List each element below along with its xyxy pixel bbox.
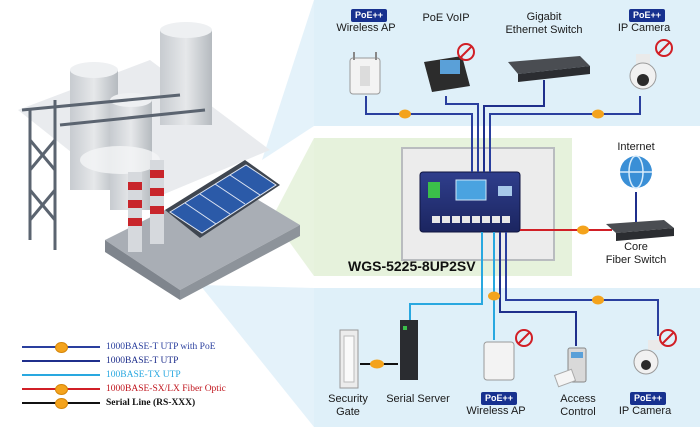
poe-dot [488, 291, 500, 301]
legend-line [22, 360, 100, 362]
access-control-label-2: Control [560, 406, 596, 418]
top-connection-lines [365, 80, 641, 172]
link-ip-camera-top [489, 96, 641, 172]
legend-label: 1000BASE-SX/LX Fiber Optic [106, 384, 226, 394]
chimneys [128, 160, 164, 252]
switch-model-title: WGS-5225-8UP2SV [348, 258, 476, 274]
link-wireless-ap-top [365, 96, 473, 172]
internet-globe-icon [620, 155, 652, 189]
industrial-plant-illustration [18, 22, 300, 300]
legend-label: Serial Line (RS-XXX) [106, 398, 196, 408]
internet-label: Internet [617, 141, 655, 153]
link-gigabit-switch [483, 80, 545, 172]
legend-dot [55, 398, 68, 409]
poe-badge: PoE++ [629, 9, 666, 22]
ip-camera-label: IP Camera [617, 22, 671, 34]
link-access-control [499, 232, 577, 346]
poe-dot [592, 109, 604, 119]
poe-badge: PoE++ [351, 9, 388, 22]
legend-item: 1000BASE-T UTP [22, 355, 252, 367]
legend-item: 1000BASE-SX/LX Fiber Optic [22, 383, 252, 395]
gigabit-switch-icon [508, 56, 590, 82]
poe-badge: PoE++ [630, 392, 667, 405]
poe-badge: PoE++ [481, 392, 518, 405]
legend-line [22, 374, 100, 376]
legend-label: 1000BASE-T UTP with PoE [106, 342, 216, 352]
zoom-beam-middle [272, 138, 314, 276]
security-gate-label-1: Security [328, 393, 368, 405]
access-control-icon [553, 347, 587, 388]
link-serial-server [409, 232, 483, 320]
security-gate-icon [339, 329, 359, 389]
link-voip [445, 96, 479, 172]
serial-server-label: Serial Server [386, 393, 450, 405]
switch-ports [432, 216, 510, 223]
ip-camera-bottom-icon [633, 329, 677, 375]
serial-dot [370, 359, 384, 369]
legend-dot [55, 342, 68, 353]
serial-server-icon [400, 320, 418, 380]
legend-item: Serial Line (RS-XXX) [22, 397, 252, 409]
wireless-ap-top-icon [349, 52, 381, 95]
poe-dot [399, 109, 411, 119]
gigabit-switch-label-1: Gigabit [526, 11, 562, 23]
legend-dot [55, 384, 68, 395]
ip-camera-bottom-label: IP Camera [618, 405, 672, 417]
switch-lcd [455, 179, 487, 201]
voip-phone-icon [424, 43, 475, 92]
voip-label: PoE VoIP [422, 12, 470, 24]
legend-item: 1000BASE-T UTP with PoE [22, 341, 252, 353]
access-control-label-1: Access [560, 393, 596, 405]
poe-dot [592, 295, 604, 305]
solar-panel [169, 164, 277, 234]
fiber-dot [577, 225, 589, 235]
wireless-ap-label: Wireless AP [336, 22, 396, 34]
link-ip-camera-bottom [505, 232, 659, 336]
core-fiber-switch-icon [606, 220, 674, 241]
core-switch-label-2: Fiber Switch [605, 254, 667, 266]
ip-camera-top-icon [629, 39, 673, 90]
gigabit-switch-label-2: Ethernet Switch [505, 24, 583, 36]
legend-label: 100BASE-TX UTP [106, 370, 181, 380]
zoom-beam-top [262, 0, 314, 160]
security-gate-label-2: Gate [336, 406, 360, 418]
bottom-connection-lines [360, 232, 659, 365]
core-switch-label-1: Core [624, 241, 648, 253]
zoom-beam-bottom [200, 285, 314, 427]
legend-label: 1000BASE-T UTP [106, 356, 179, 366]
legend-item: 100BASE-TX UTP [22, 369, 252, 381]
wireless-ap-bottom-icon [483, 329, 533, 381]
wireless-ap-bottom-label: Wireless AP [466, 405, 526, 417]
